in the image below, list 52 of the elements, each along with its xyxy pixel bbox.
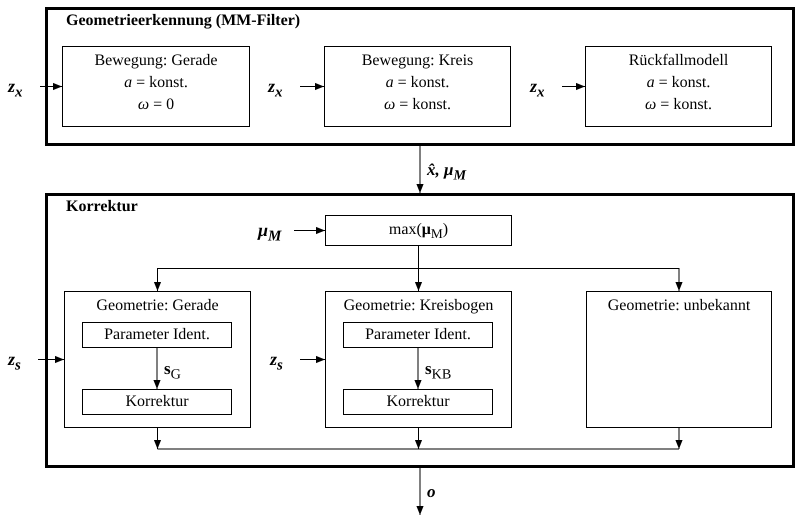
process-box bbox=[586, 291, 772, 428]
process-box bbox=[585, 46, 772, 127]
box-title: max(μ$_{M}$) bbox=[388, 220, 448, 244]
arrow bbox=[40, 82, 62, 90]
process-box bbox=[325, 215, 512, 246]
box-title: Bewegung: Kreis bbox=[362, 51, 474, 71]
input-label: μ$_{M}$ bbox=[258, 220, 292, 242]
group-box bbox=[45, 7, 795, 146]
arrow bbox=[414, 428, 422, 450]
formula-text: a = konst. bbox=[646, 73, 710, 93]
formula-text: ω = 0 bbox=[138, 95, 174, 115]
arrow bbox=[300, 82, 324, 90]
process-box bbox=[64, 291, 251, 428]
process-box bbox=[325, 291, 512, 428]
arrow bbox=[416, 468, 424, 516]
input-label: z$_{x}$ bbox=[8, 76, 38, 98]
process-box bbox=[82, 322, 232, 348]
box-title: Parameter Ident. bbox=[365, 325, 471, 345]
input-label: z$_{s}$ bbox=[270, 349, 298, 371]
input-label: z$_{x}$ bbox=[530, 76, 560, 98]
formula-text: a = konst. bbox=[386, 73, 450, 93]
arrow bbox=[38, 356, 64, 364]
box-title: Geometrie: unbekannt bbox=[608, 296, 750, 316]
arrow bbox=[153, 348, 161, 390]
input-label: z$_{s}$ bbox=[8, 349, 36, 371]
input-label: z$_{x}$ bbox=[268, 76, 298, 98]
arrow bbox=[414, 348, 422, 390]
arrow bbox=[416, 146, 424, 194]
formula-text: a = konst. bbox=[124, 73, 188, 93]
box-title: Korrektur bbox=[125, 392, 189, 412]
process-box bbox=[343, 389, 493, 415]
arrow bbox=[294, 226, 326, 234]
arrow bbox=[154, 428, 162, 450]
box-title: Geometrie: Gerade bbox=[96, 296, 219, 316]
group-title: Geometrieerkennung (MM-Filter) bbox=[66, 12, 300, 30]
process-box bbox=[343, 322, 493, 348]
box-title: Geometrie: Kreisbogen bbox=[344, 296, 494, 316]
box-title: Parameter Ident. bbox=[104, 325, 210, 345]
box-title: Bewegung: Gerade bbox=[94, 51, 218, 71]
arrow bbox=[562, 82, 586, 90]
box-title: Rückfallmodell bbox=[628, 51, 728, 71]
arrow bbox=[418, 246, 683, 292]
arrow bbox=[675, 428, 683, 450]
box-title: Korrektur bbox=[386, 392, 450, 412]
formula-text: ω = konst. bbox=[645, 95, 712, 115]
process-box bbox=[62, 46, 250, 127]
group-title: Korrektur bbox=[66, 198, 138, 216]
process-box bbox=[82, 389, 232, 415]
group-box bbox=[45, 193, 795, 468]
formula-text: ω = konst. bbox=[384, 95, 451, 115]
arrow bbox=[300, 356, 326, 364]
process-box bbox=[324, 46, 511, 127]
